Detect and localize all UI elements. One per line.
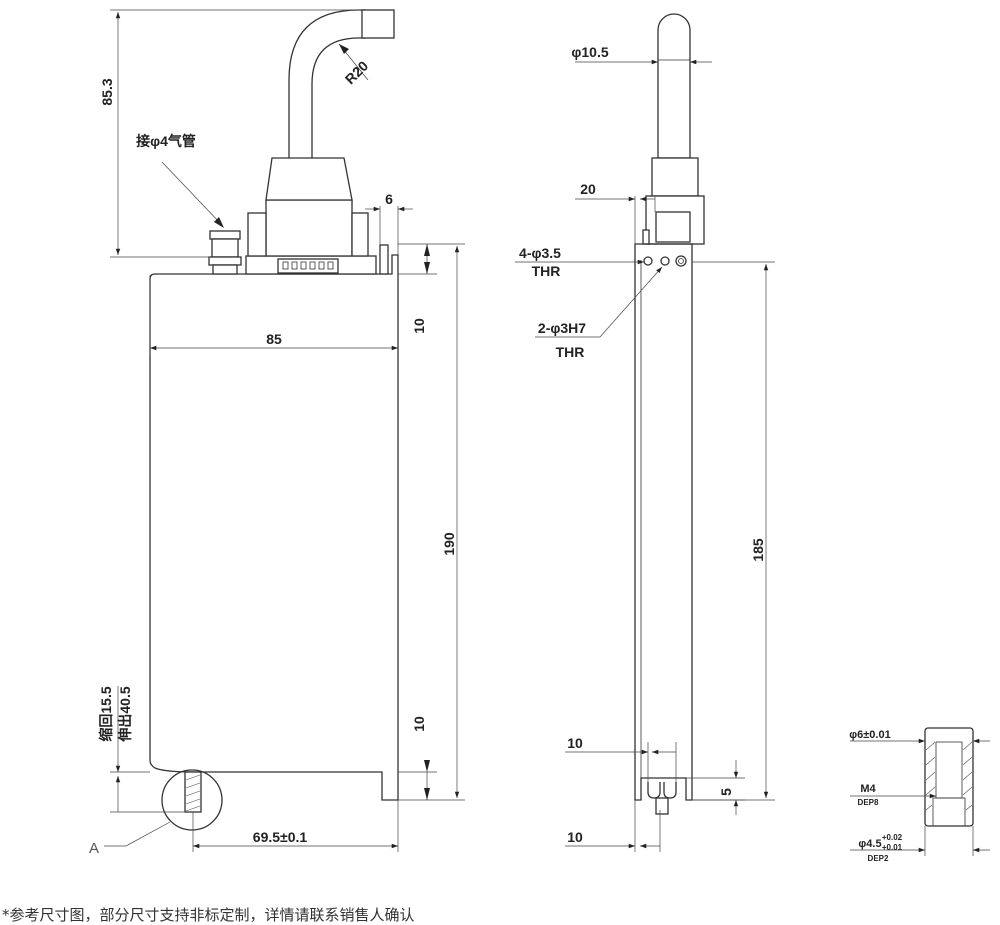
detail-ref-label: A [89, 840, 99, 857]
air-fitting-label: 接φ4气管 [136, 133, 196, 149]
detail-thread: M4 [860, 783, 876, 795]
detail-dim-inner: φ4.5 [858, 838, 881, 850]
detail-tol-lower: +0.01 [882, 843, 903, 852]
hole-label-1-line2: THR [532, 263, 561, 279]
front-view: 85.3 R20 接φ4气管 85 6 10 190 10 缩回15.5 伸出4… [89, 9, 465, 857]
front-dimensions [104, 9, 465, 852]
detail-view: φ6±0.01 M4 DEP8 φ4.5 +0.02 +0.01 DEP2 [849, 727, 990, 863]
dim-body-height: 190 [441, 532, 457, 556]
detail-dimensions [850, 738, 990, 856]
hole-label-1-line1: 4-φ3.5 [519, 245, 561, 261]
side-head-block [651, 157, 699, 197]
hole-label-2-line1: 2-φ3H7 [538, 320, 586, 336]
hole-thr-2 [675, 255, 687, 267]
hole-label-2-line2: THR [556, 344, 585, 360]
dim-height-top: 85.3 [99, 78, 115, 105]
detail-inner-depth: DEP2 [868, 854, 889, 863]
dim-width: 85 [266, 331, 282, 347]
dim-top-offset: 10 [411, 318, 427, 334]
dim-bottom-10a: 10 [567, 735, 583, 751]
hole-thr-1 [643, 256, 653, 266]
hole-h7 [660, 256, 670, 266]
detail-dim-outer: φ6±0.01 [849, 729, 890, 741]
dim-bottom-pos: 69.5±0.1 [253, 829, 308, 845]
dim-shaft-dia: φ10.5 [571, 44, 608, 60]
dim-bracket: 6 [385, 191, 393, 207]
dim-width-20: 20 [580, 181, 596, 197]
detail-outline [924, 727, 974, 827]
shaft [657, 13, 691, 159]
dim-bottom-offset: 10 [411, 716, 427, 732]
dim-extend: 伸出40.5 [117, 686, 133, 742]
detail-thread-depth: DEP8 [858, 798, 879, 807]
side-dimensions [515, 59, 775, 852]
dim-5: 5 [718, 788, 734, 796]
side-body-outline [634, 243, 693, 801]
air-fitting [208, 230, 242, 275]
detail-tol-upper: +0.02 [882, 833, 903, 842]
connector-block [245, 157, 389, 275]
dim-height-185: 185 [750, 538, 766, 562]
footnote: *参考尺寸图，部分尺寸支持非标定制，详情请联系销售人确认 [2, 906, 415, 924]
dim-radius: R20 [342, 58, 372, 88]
front-body-outline [149, 254, 399, 801]
side-view: φ10.5 20 4-φ3.5 THR 2-φ3H7 THR 185 10 10… [515, 13, 775, 852]
rod-detail-circle [161, 769, 223, 831]
dim-retract: 缩回15.5 [98, 686, 114, 741]
dim-bottom-10b: 10 [567, 829, 583, 845]
